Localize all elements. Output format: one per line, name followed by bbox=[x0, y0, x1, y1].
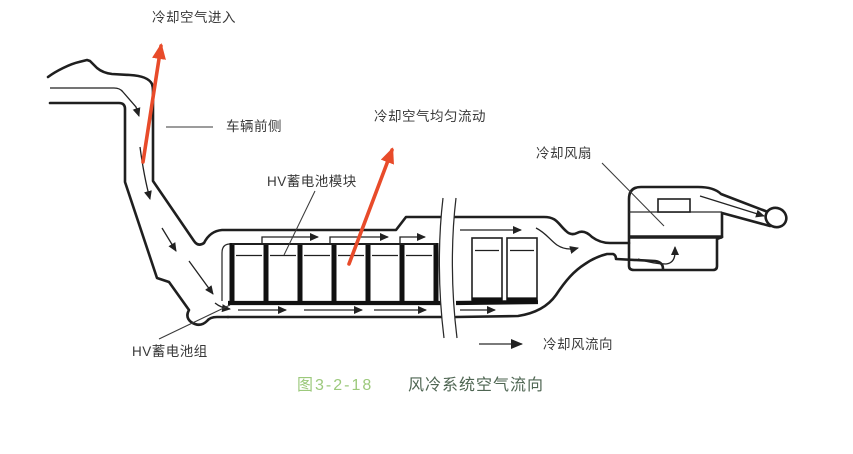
label-battery-module: HV蓄电池模块 bbox=[267, 174, 357, 189]
label-uniform-flow: 冷却空气均匀流动 bbox=[374, 109, 486, 124]
battery-module bbox=[471, 237, 503, 301]
leader-cooling-fan bbox=[601, 162, 665, 227]
red-arrow-air-inlet bbox=[141, 43, 166, 164]
leader-lines bbox=[158, 126, 665, 340]
module-separator bbox=[331, 243, 337, 302]
red-arrow-uniform-flow bbox=[347, 147, 394, 266]
module-separator bbox=[433, 243, 439, 302]
cross-strap bbox=[438, 197, 458, 339]
module-separator bbox=[263, 243, 269, 302]
module-separator bbox=[399, 243, 405, 302]
module-separator bbox=[229, 243, 235, 302]
figure-caption: 图3-2-18 风冷系统空气流向 bbox=[297, 376, 544, 394]
outlet-flow-arrow bbox=[699, 195, 765, 218]
battery-module bbox=[506, 237, 538, 301]
fan-vent-port bbox=[657, 198, 691, 213]
diagram-labels: 冷却空气进入 车辆前侧 冷却空气均匀流动 HV蓄电池模块 冷却风扇 HV蓄电池组 bbox=[132, 10, 592, 359]
module-separator bbox=[297, 243, 303, 302]
battery-module-row-rear bbox=[471, 237, 538, 302]
intake-duct-outline bbox=[46, 58, 630, 327]
red-flow-arrows bbox=[141, 43, 394, 266]
legend-label: 冷却风流向 bbox=[543, 337, 613, 352]
battery-module-row-main bbox=[229, 242, 439, 302]
cooling-fan-assembly bbox=[627, 185, 788, 272]
caption-number: 图3-2-18 bbox=[297, 377, 373, 394]
battery-pack-housing bbox=[221, 243, 665, 319]
label-cooling-fan: 冷却风扇 bbox=[536, 146, 592, 161]
airflow-arrows bbox=[50, 87, 679, 314]
label-battery-pack: HV蓄电池组 bbox=[132, 344, 208, 359]
label-vehicle-front: 车辆前侧 bbox=[226, 118, 282, 134]
label-air-inlet: 冷却空气进入 bbox=[152, 10, 236, 25]
leader-battery-module bbox=[283, 190, 316, 256]
outlet-pipe-opening bbox=[764, 206, 788, 229]
module-separator bbox=[365, 243, 371, 302]
leader-battery-pack bbox=[158, 304, 231, 340]
caption-title: 风冷系统空气流向 bbox=[408, 376, 544, 394]
flow-legend: 冷却风流向 bbox=[479, 337, 613, 352]
